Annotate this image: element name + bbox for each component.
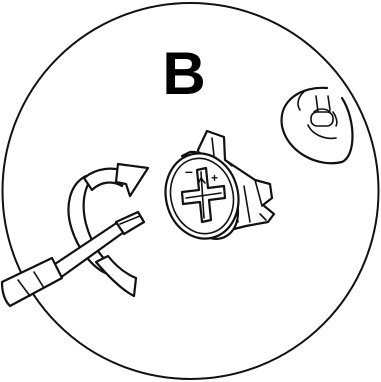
step-label: B [162,40,205,107]
cam-minus-mark: – [185,163,193,179]
cam-plus-mark: + [211,171,218,185]
